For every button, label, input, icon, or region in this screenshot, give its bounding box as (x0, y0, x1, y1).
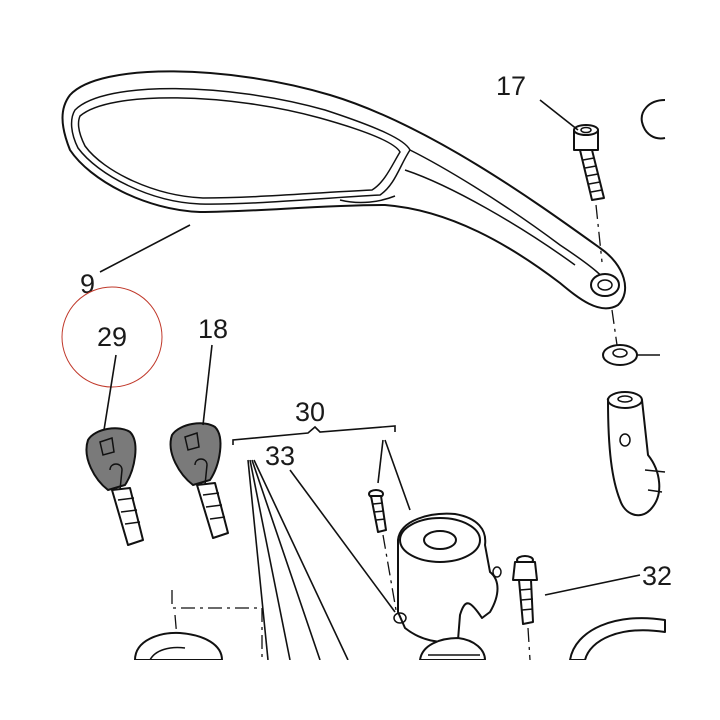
mirror-mount-part (606, 391, 666, 517)
callout-17: 17 (496, 71, 526, 101)
ignition-cover-part (393, 512, 502, 643)
callout-32: 32 (642, 561, 672, 591)
callout-33: 33 (265, 441, 295, 471)
callout-9: 9 (80, 269, 95, 299)
callout-29: 29 (97, 322, 127, 352)
key-18-part (169, 422, 229, 539)
bolt-32-part (512, 555, 538, 625)
screw-part (368, 489, 387, 533)
highlight-circle (61, 286, 163, 388)
bolt-17-part (573, 124, 605, 201)
callout-18: 18 (198, 314, 228, 344)
group-bracket-30 (232, 425, 396, 445)
washer-part (602, 344, 660, 366)
callout-30: 30 (295, 397, 325, 427)
mirror-part (61, 70, 627, 310)
dashed-guide-line (171, 590, 263, 660)
partial-part-bottom-left (134, 631, 223, 661)
partial-part-bottom-middle (419, 637, 486, 661)
partial-part-top-right (640, 99, 666, 140)
key-29-part (85, 427, 144, 546)
partial-ring-part (569, 617, 666, 661)
